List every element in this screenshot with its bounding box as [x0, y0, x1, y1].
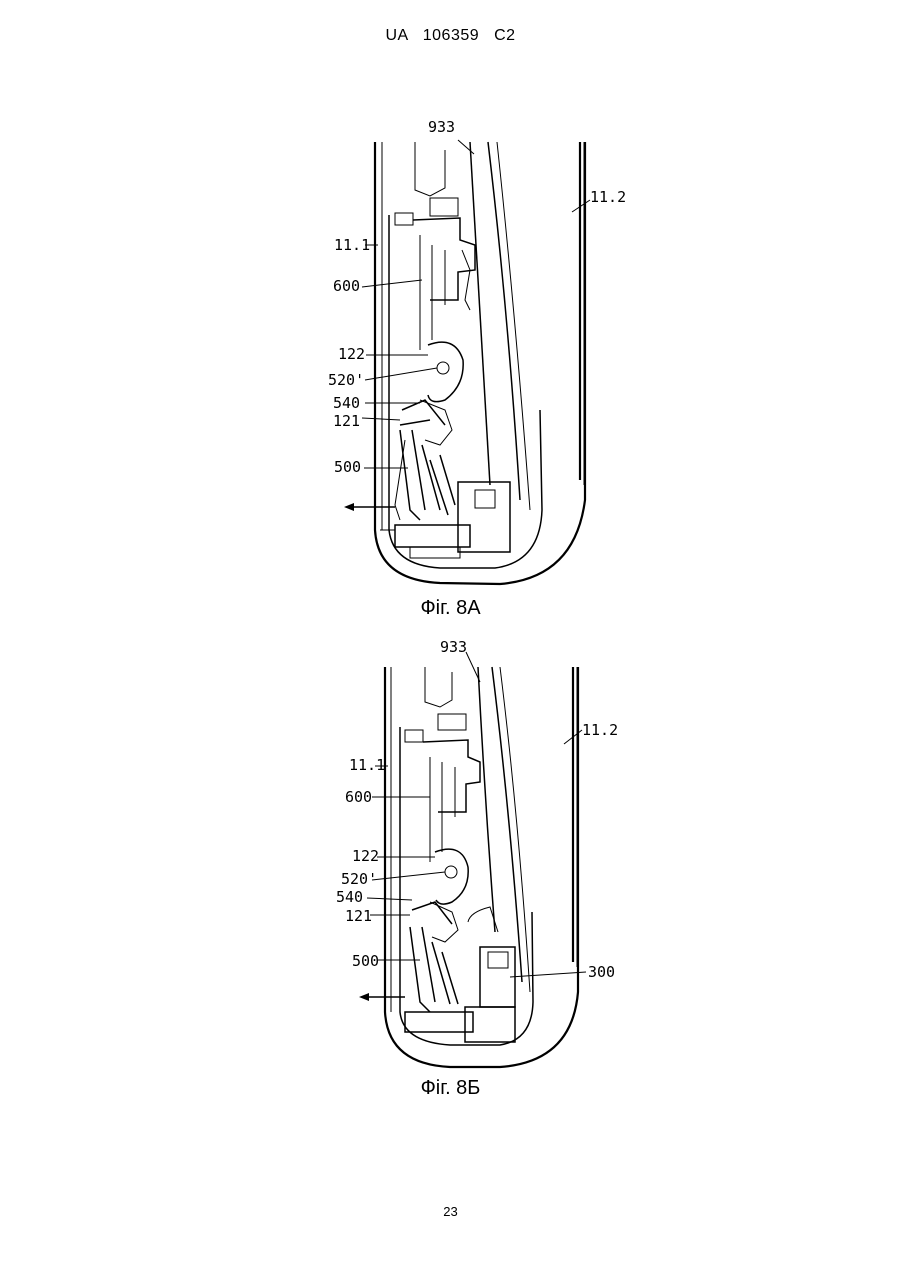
figure-8a-svg: 933 11.2 11.1 600 122 520' 540 121 500 [0, 110, 901, 590]
shell-wall-left [478, 667, 495, 932]
patent-header: UA 106359 C2 [0, 27, 901, 45]
label-933: 933 [440, 638, 467, 656]
upper-mechanism [425, 667, 452, 707]
figure-8b-caption: Фіг. 8Б [0, 1077, 901, 1100]
figure-8b-svg: 933 11.2 11.1 600 122 520' 540 121 500 3… [0, 632, 901, 1077]
bottom-block [458, 482, 510, 552]
label-600: 600 [333, 277, 360, 295]
spring-500 [400, 430, 455, 520]
label-121: 121 [345, 907, 372, 925]
figure-8a-caption: Фіг. 8А [0, 597, 901, 620]
kind-code: C2 [494, 27, 515, 44]
spring-500 [410, 927, 458, 1012]
label-11-2: 11.2 [582, 721, 618, 739]
label-500: 500 [334, 458, 361, 476]
figure-8a-drawing: 933 11.2 11.1 600 122 520' 540 121 500 [0, 110, 901, 590]
latch-122 [428, 342, 463, 402]
patent-number: 106359 [423, 27, 479, 44]
label-520-prime: 520' [341, 870, 377, 888]
latch-122 [435, 849, 468, 904]
label-11-2: 11.2 [590, 188, 626, 206]
page-number: 23 [0, 1204, 901, 1219]
shell-wall-left [470, 142, 490, 485]
shell-wall-right [492, 667, 522, 982]
shell-wall-right [488, 142, 520, 500]
upper-mechanism [415, 142, 445, 196]
label-520-prime: 520' [328, 371, 364, 389]
label-500: 500 [352, 952, 379, 970]
label-122: 122 [352, 847, 379, 865]
country-code: UA [385, 27, 407, 44]
label-11-1: 11.1 [334, 236, 370, 254]
label-300: 300 [588, 963, 615, 981]
label-540: 540 [333, 394, 360, 412]
label-122: 122 [338, 345, 365, 363]
inner-casing [389, 215, 542, 568]
figure-8b-drawing: 933 11.2 11.1 600 122 520' 540 121 500 3… [0, 632, 901, 1077]
outer-casing [375, 142, 585, 584]
block-300 [480, 947, 515, 1007]
label-11-1: 11.1 [349, 756, 385, 774]
label-933: 933 [428, 118, 455, 136]
label-600: 600 [345, 788, 372, 806]
label-121: 121 [333, 412, 360, 430]
label-540: 540 [336, 888, 363, 906]
